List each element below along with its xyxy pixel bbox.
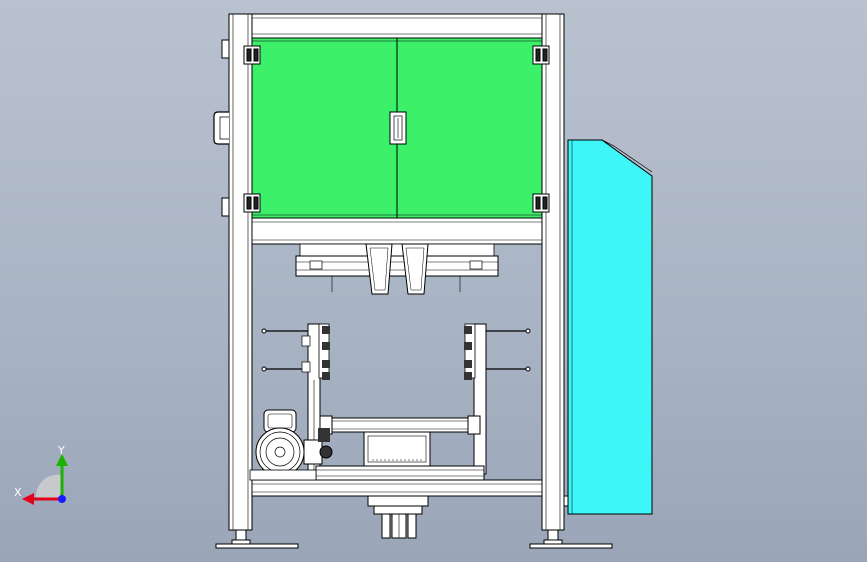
base-carriage	[249, 465, 485, 481]
x-axis-label: X	[14, 486, 22, 499]
side-bracket-bottom	[221, 197, 230, 217]
discharge-assembly	[367, 495, 429, 539]
sprocket-icon	[464, 326, 472, 380]
cabinet-latch	[563, 495, 569, 507]
right-column	[541, 13, 565, 531]
axis-triad-icon: Y X	[14, 444, 68, 505]
right-roller-arm	[464, 323, 531, 475]
door-panel-left	[251, 37, 398, 219]
left-column	[228, 13, 253, 531]
sprocket-icon	[322, 326, 330, 380]
funnel-left	[365, 243, 393, 295]
top-beam	[251, 13, 543, 39]
side-bracket-top	[221, 39, 230, 59]
upper-guides	[295, 243, 499, 295]
door-handle-icon	[213, 111, 229, 145]
machine-frame	[213, 13, 565, 531]
hinge-icon	[243, 45, 550, 213]
leveling-feet	[215, 529, 613, 549]
door-panels	[243, 37, 550, 219]
funnel-right	[401, 243, 429, 295]
bottom-beam	[251, 479, 543, 497]
motor-icon	[255, 409, 333, 477]
z-axis-dot	[58, 495, 66, 503]
y-axis-label: Y	[57, 444, 65, 457]
control-cabinet	[563, 139, 653, 515]
roller-icon	[319, 415, 481, 467]
left-roller-arm	[261, 323, 330, 475]
door-panel-right	[396, 37, 543, 219]
